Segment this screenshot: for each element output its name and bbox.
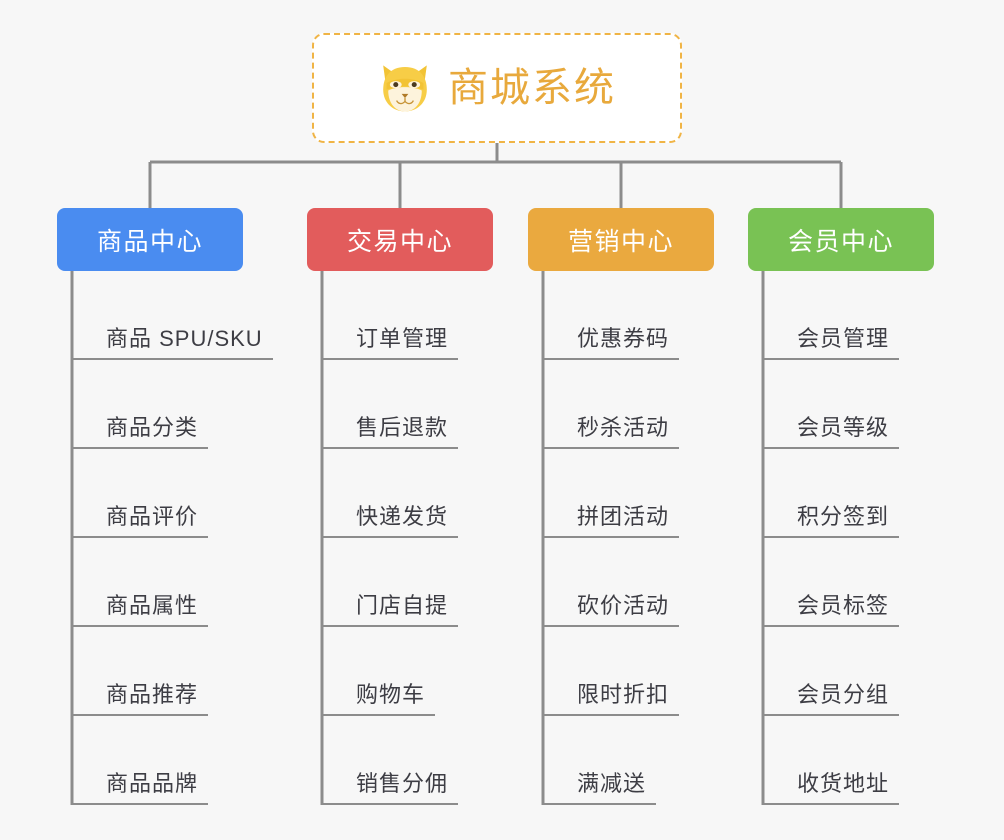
leaf-item[interactable]: 商品推荐 [72, 627, 273, 716]
leaf-item[interactable]: 会员分组 [763, 627, 900, 716]
category-label: 交易中心 [346, 227, 453, 256]
leaf-item-label: 商品推荐 [72, 682, 209, 716]
leaf-item-label: 会员管理 [763, 326, 900, 360]
leaf-item[interactable]: 砍价活动 [543, 538, 680, 627]
leaf-item[interactable]: 收货地址 [763, 716, 900, 805]
category-box-trade-center[interactable]: 交易中心 [307, 208, 493, 271]
leaf-item-label: 限时折扣 [543, 682, 680, 716]
leaf-item-label: 满减送 [543, 771, 657, 805]
category-label: 商品中心 [96, 227, 203, 256]
category-box-member-center[interactable]: 会员中心 [748, 208, 934, 271]
leaf-item[interactable]: 售后退款 [322, 360, 459, 449]
leaf-item-label: 商品品牌 [72, 771, 209, 805]
leaf-item[interactable]: 销售分佣 [322, 716, 459, 805]
leaf-item-label: 商品分类 [72, 415, 209, 449]
leaf-item[interactable]: 会员标签 [763, 538, 900, 627]
leaf-item-label: 商品评价 [72, 504, 209, 538]
leaf-item[interactable]: 商品分类 [72, 360, 273, 449]
leaf-item[interactable]: 会员等级 [763, 360, 900, 449]
category-label: 营销中心 [567, 227, 674, 256]
leaf-item-label: 秒杀活动 [543, 415, 680, 449]
leaf-list-marketing-center: 优惠券码秒杀活动拼团活动砍价活动限时折扣满减送 [543, 271, 680, 805]
leaf-item-label: 会员等级 [763, 415, 900, 449]
category-box-product-center[interactable]: 商品中心 [57, 208, 243, 271]
leaf-item-label: 订单管理 [322, 326, 459, 360]
leaf-item-label: 商品 SPU/SKU [72, 326, 273, 360]
leaf-item[interactable]: 商品属性 [72, 538, 273, 627]
leaf-item-label: 购物车 [322, 682, 436, 716]
leaf-list-product-center: 商品 SPU/SKU 商品分类商品评价商品属性商品推荐商品品牌 [72, 271, 273, 805]
leaf-item[interactable]: 限时折扣 [543, 627, 680, 716]
category-box-marketing-center[interactable]: 营销中心 [528, 208, 714, 271]
leaf-item[interactable]: 订单管理 [322, 271, 459, 360]
leaf-item-label: 快递发货 [322, 504, 459, 538]
root-node[interactable]: 商城系统 [312, 33, 682, 143]
leaf-item-label: 会员分组 [763, 682, 900, 716]
leaf-item-label: 会员标签 [763, 593, 900, 627]
leaf-item[interactable]: 门店自提 [322, 538, 459, 627]
leaf-item[interactable]: 拼团活动 [543, 449, 680, 538]
leaf-item[interactable]: 积分签到 [763, 449, 900, 538]
leaf-item-label: 拼团活动 [543, 504, 680, 538]
leaf-item[interactable]: 会员管理 [763, 271, 900, 360]
leaf-item-label: 砍价活动 [543, 593, 680, 627]
leaf-item[interactable]: 优惠券码 [543, 271, 680, 360]
leaf-item-label: 商品属性 [72, 593, 209, 627]
leaf-list-member-center: 会员管理会员等级积分签到会员标签会员分组收货地址 [763, 271, 900, 805]
leaf-item-label: 优惠券码 [543, 326, 680, 360]
leaf-item-label: 门店自提 [322, 593, 459, 627]
leaf-item-label: 积分签到 [763, 504, 900, 538]
leaf-item[interactable]: 快递发货 [322, 449, 459, 538]
leaf-item-label: 收货地址 [763, 771, 900, 805]
leaf-list-trade-center: 订单管理售后退款快递发货门店自提购物车销售分佣 [322, 271, 459, 805]
shiba-dog-face-icon [383, 65, 427, 112]
leaf-item[interactable]: 满减送 [543, 716, 679, 805]
leaf-item[interactable]: 商品品牌 [72, 716, 273, 805]
leaf-item[interactable]: 购物车 [322, 627, 458, 716]
category-label: 会员中心 [787, 227, 894, 256]
root-title: 商城系统 [448, 66, 616, 110]
leaf-item[interactable]: 商品评价 [72, 449, 273, 538]
leaf-item-label: 售后退款 [322, 415, 459, 449]
leaf-item-label: 销售分佣 [322, 771, 459, 805]
leaf-item[interactable]: 秒杀活动 [543, 360, 680, 449]
leaf-item[interactable]: 商品 SPU/SKU [72, 271, 273, 360]
